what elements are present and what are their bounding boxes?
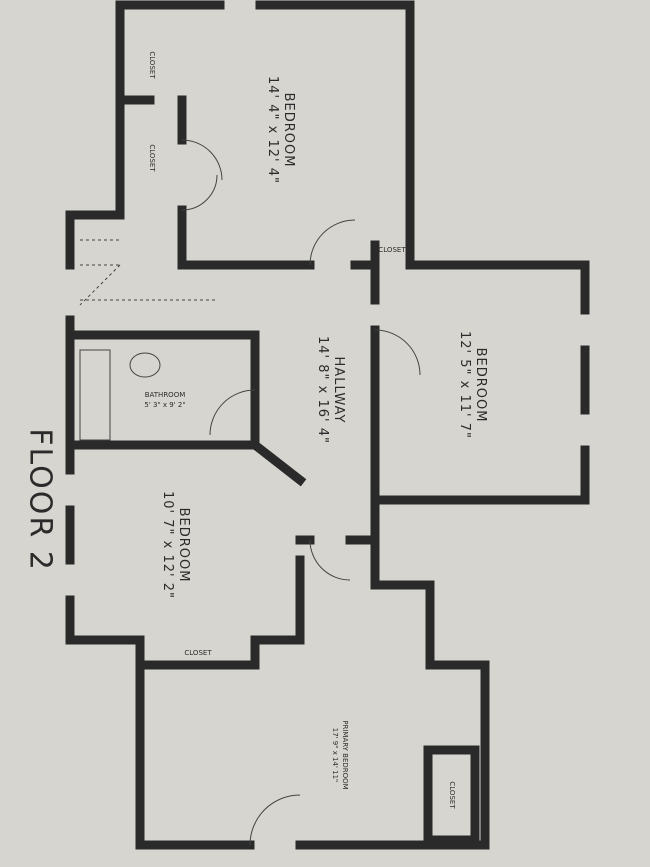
room-name: BEDROOM	[473, 347, 488, 423]
wall-stairs	[65, 210, 125, 270]
toilet	[129, 352, 161, 378]
room-bedroom-top: BEDROOM 14' 4" x 12' 4"	[264, 76, 296, 184]
wall-lower-bedroom	[65, 505, 380, 670]
closet-label: CLOSET	[148, 51, 156, 79]
door-swing	[181, 139, 223, 211]
closet-primary	[423, 745, 480, 845]
room-size: 17' 9" x 14' 11"	[331, 727, 339, 783]
door-swing	[374, 329, 421, 376]
room-primary-bedroom: PRIMARY BEDROOM 17' 9" x 14' 11"	[330, 720, 350, 789]
door-swing	[309, 219, 356, 266]
room-name: BATHROOM	[144, 391, 186, 399]
room-size: 12' 5" x 11' 7"	[457, 331, 472, 439]
bathtub	[79, 349, 111, 441]
doors	[79, 139, 421, 846]
room-name: HALLWAY	[331, 356, 346, 424]
closet-label: CLOSET	[448, 781, 456, 809]
door-swing	[309, 539, 351, 581]
room-bedroom-lower: BEDROOM 10' 7" x 12' 2"	[159, 491, 191, 599]
wall-top-bedroom	[115, 0, 590, 505]
room-size: 5' 3" x 9' 2"	[144, 401, 186, 409]
room-name: BEDROOM	[176, 507, 191, 583]
room-name: PRIMARY BEDROOM	[341, 720, 349, 790]
walls	[65, 0, 590, 850]
closet-label: CLOSET	[148, 144, 156, 172]
wall-primary	[135, 535, 490, 850]
door-swing	[249, 794, 301, 846]
room-size: 14' 4" x 12' 4"	[265, 76, 280, 184]
floor-title: FLOOR 2	[22, 428, 58, 572]
stairs	[79, 239, 215, 306]
closet-label: CLOSET	[184, 649, 212, 657]
closet-label: CLOSET	[378, 246, 406, 254]
wall-bathroom	[65, 315, 307, 487]
door-swing	[209, 389, 256, 436]
wall-closets	[115, 95, 380, 270]
room-size: 14' 8" x 16' 4"	[315, 336, 330, 444]
room-bathroom: BATHROOM 5' 3" x 9' 2"	[144, 390, 185, 410]
room-size: 10' 7" x 12' 2"	[160, 491, 175, 599]
room-name: BEDROOM	[281, 92, 296, 168]
room-bedroom-right: BEDROOM 12' 5" x 11' 7"	[456, 331, 488, 439]
room-hallway: HALLWAY 14' 8" x 16' 4"	[314, 336, 346, 444]
